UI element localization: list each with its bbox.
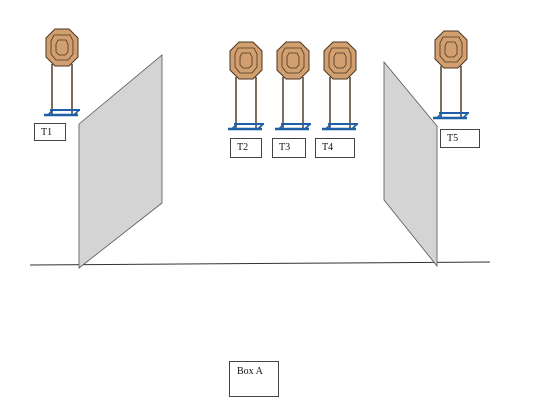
target-t2 bbox=[228, 41, 264, 131]
ground-line bbox=[29, 261, 491, 266]
target-label-t1: T1 bbox=[34, 123, 66, 141]
shooting-box-a-label: Box A bbox=[237, 366, 263, 377]
target-label-t5-text: T5 bbox=[447, 133, 459, 144]
stand-foot-1-t2 bbox=[257, 123, 264, 130]
target-label-t5: T5 bbox=[440, 129, 480, 148]
target-label-t3: T3 bbox=[272, 138, 306, 158]
target-ring-outer-t4 bbox=[328, 47, 352, 74]
targets-layer bbox=[44, 28, 469, 131]
stand-foot-0-t4 bbox=[325, 123, 332, 130]
stand-foot-0-t5 bbox=[436, 112, 443, 119]
target-ring-inner-t5 bbox=[444, 41, 458, 58]
target-ring-outer-t3 bbox=[281, 47, 305, 74]
shooting-box-a: Box A bbox=[229, 361, 279, 397]
target-t1 bbox=[44, 28, 80, 117]
target-t5 bbox=[433, 30, 469, 120]
target-plate-t5 bbox=[434, 30, 468, 69]
target-label-t4: T4 bbox=[315, 138, 355, 158]
target-label-t4-text: T4 bbox=[322, 142, 334, 153]
left-wall bbox=[78, 54, 163, 269]
stand-foot-0-t3 bbox=[278, 123, 285, 130]
target-label-t1-text: T1 bbox=[41, 127, 53, 138]
target-label-t3-text: T3 bbox=[279, 142, 291, 153]
stand-foot-0-t1 bbox=[47, 109, 54, 116]
target-t3 bbox=[275, 41, 311, 131]
target-label-t2: T2 bbox=[230, 138, 262, 158]
target-ring-inner-t3 bbox=[286, 52, 300, 69]
stand-foot-1-t5 bbox=[462, 112, 469, 119]
target-ring-inner-t1 bbox=[55, 39, 69, 56]
target-plate-t3 bbox=[276, 41, 310, 80]
stand-foot-1-t3 bbox=[304, 123, 311, 130]
target-ring-outer-t5 bbox=[439, 36, 463, 63]
stand-foot-1-t1 bbox=[73, 109, 80, 116]
stand-foot-0-t2 bbox=[231, 123, 238, 130]
right-wall bbox=[383, 60, 438, 268]
target-ring-inner-t2 bbox=[239, 52, 253, 69]
target-plate-t4 bbox=[323, 41, 357, 80]
target-ring-outer-t2 bbox=[234, 47, 258, 74]
target-plate-t1 bbox=[45, 28, 79, 67]
target-t4 bbox=[322, 41, 358, 131]
target-ring-inner-t4 bbox=[333, 52, 347, 69]
target-plate-t2 bbox=[229, 41, 263, 80]
stand-foot-1-t4 bbox=[351, 123, 358, 130]
target-label-t2-text: T2 bbox=[237, 142, 249, 153]
target-ring-outer-t1 bbox=[50, 34, 74, 61]
